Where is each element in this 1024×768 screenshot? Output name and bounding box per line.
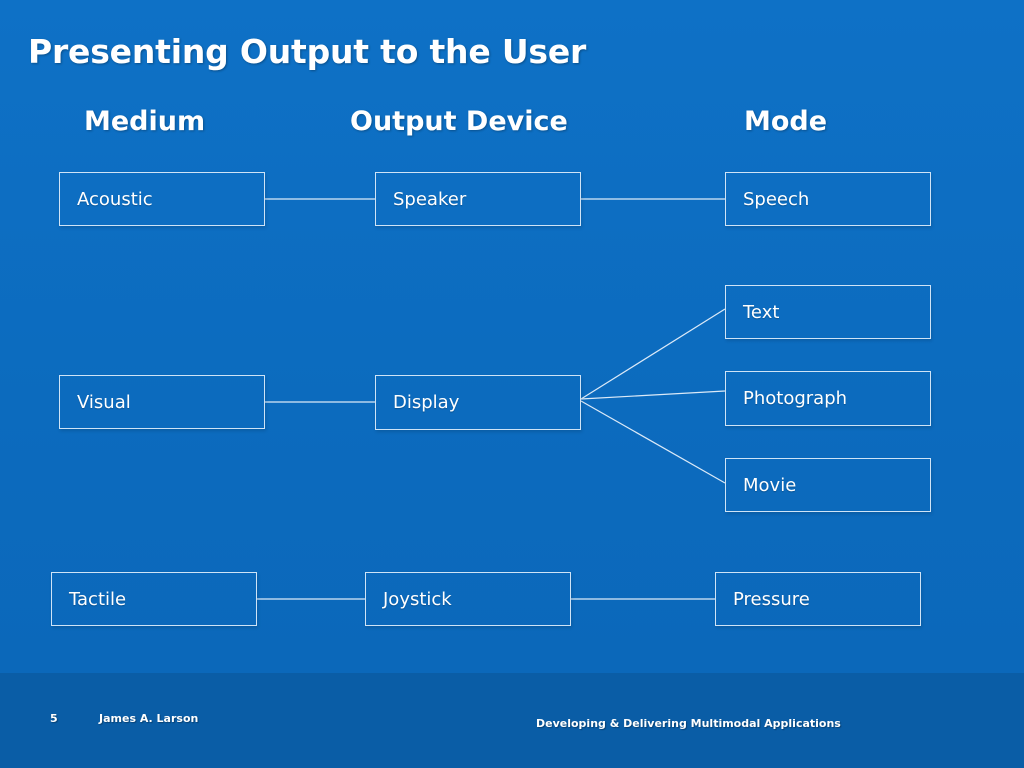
node-label: Visual <box>77 391 131 413</box>
node-label: Display <box>393 392 460 413</box>
node-label: Photograph <box>743 388 848 409</box>
node-acoustic[interactable]: Acoustic <box>59 172 265 226</box>
column-header-output-device: Output Device <box>350 106 568 137</box>
node-movie[interactable]: Movie <box>725 458 931 512</box>
node-text[interactable]: Text <box>725 285 931 339</box>
node-display[interactable]: Display <box>375 375 581 430</box>
slide-background <box>0 0 1024 673</box>
footer-book-title: Developing & Delivering Multimodal Appli… <box>536 717 841 730</box>
page-title: Presenting Output to the User <box>28 32 587 71</box>
node-label: Tactile <box>69 588 127 610</box>
column-header-mode: Mode <box>744 106 828 137</box>
column-header-medium: Medium <box>84 106 206 137</box>
node-label: Pressure <box>733 588 810 610</box>
node-joystick[interactable]: Joystick <box>365 572 571 626</box>
node-label: Acoustic <box>77 188 153 210</box>
node-label: Speech <box>743 188 810 210</box>
footer-author: James A. Larson <box>99 712 199 725</box>
node-label: Joystick <box>383 588 452 610</box>
node-pressure[interactable]: Pressure <box>715 572 921 626</box>
node-speaker[interactable]: Speaker <box>375 172 581 226</box>
node-visual[interactable]: Visual <box>59 375 265 429</box>
footer-band <box>0 673 1024 768</box>
node-tactile[interactable]: Tactile <box>51 572 257 626</box>
node-label: Movie <box>743 474 797 496</box>
footer-page-number: 5 <box>50 712 58 725</box>
node-speech[interactable]: Speech <box>725 172 931 226</box>
node-label: Speaker <box>393 188 467 210</box>
node-photograph[interactable]: Photograph <box>725 371 931 426</box>
node-label: Text <box>743 301 780 323</box>
